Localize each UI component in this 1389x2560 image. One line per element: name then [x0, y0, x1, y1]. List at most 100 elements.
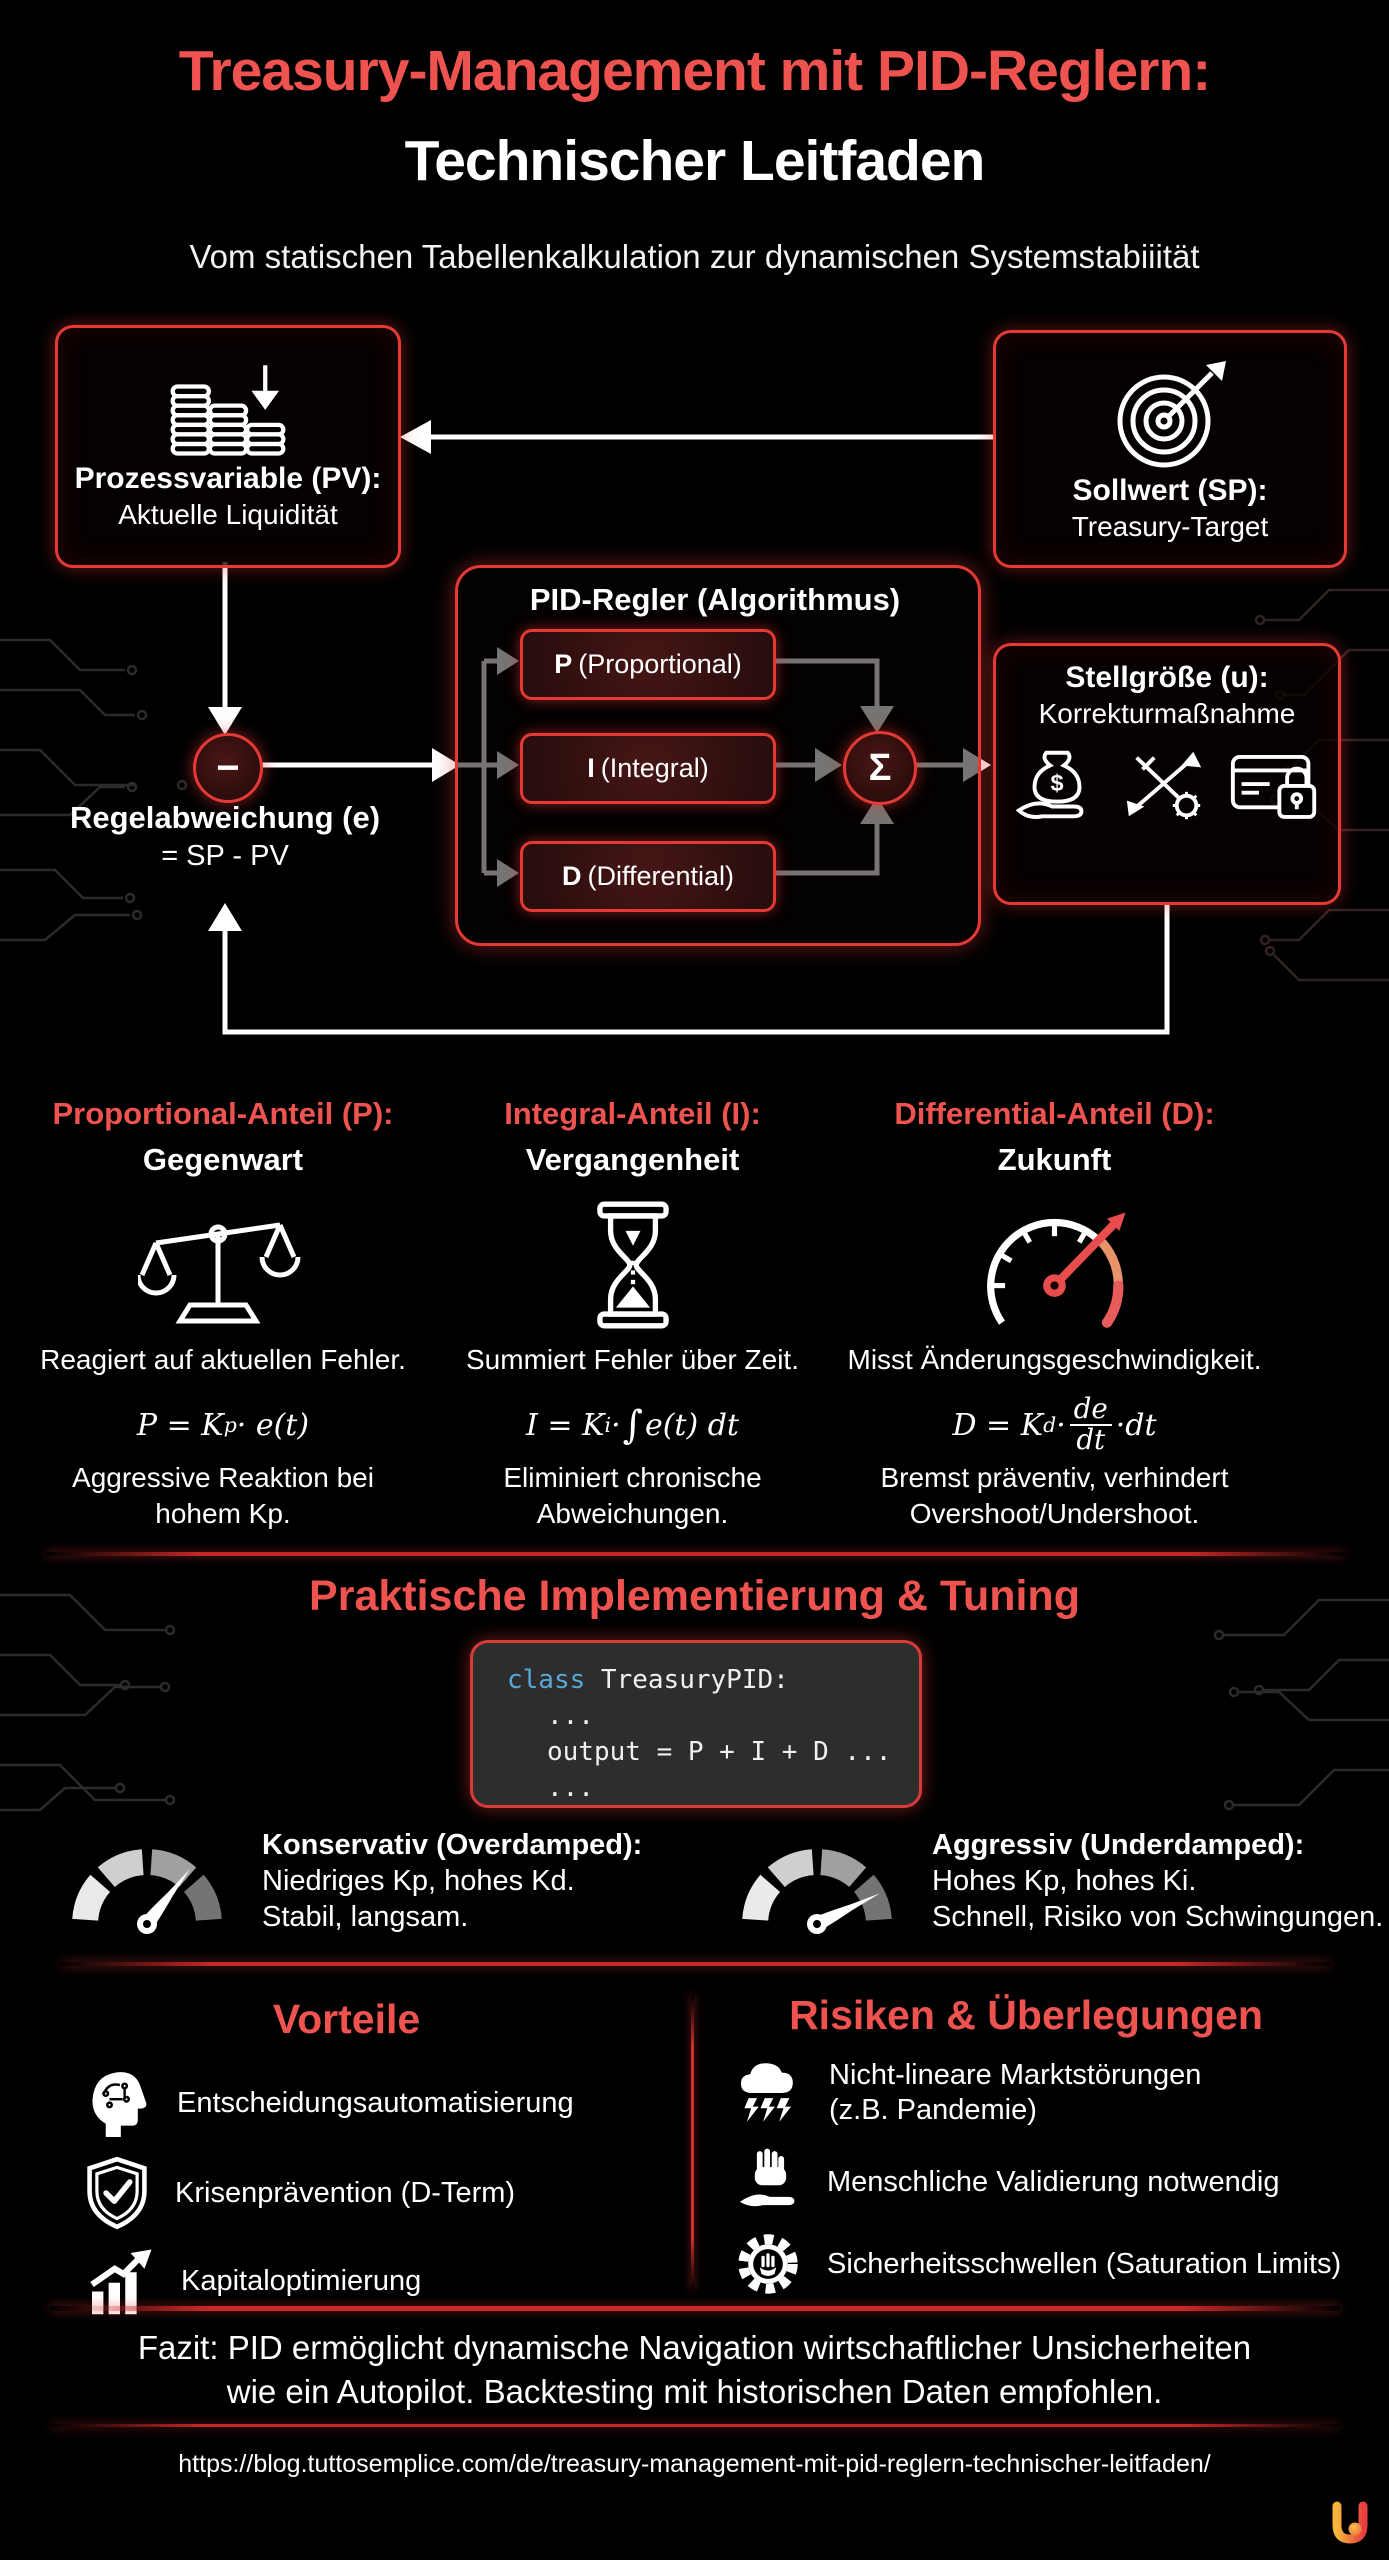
- term-i-subheading: Vergangenheit: [525, 1142, 740, 1177]
- term-i-note: Eliminiert chronische Abweichungen.: [503, 1462, 762, 1530]
- code-block: class TreasuryPID: ... output = P + I + …: [470, 1640, 922, 1808]
- pid-i-label: (Integral): [600, 753, 709, 783]
- coins-icon: [170, 365, 286, 456]
- brain-icon: [92, 2072, 147, 2137]
- storm-cloud-icon: [740, 2063, 793, 2122]
- u-subtitle: Korrekturmaßnahme: [1038, 698, 1296, 729]
- gauge-conservative-icon: [72, 1849, 222, 1934]
- hourglass-icon: [596, 1201, 669, 1329]
- sp-subtitle: Treasury-Target: [1071, 510, 1269, 542]
- risk-item-human-validation: Menschliche Validierung notwendig: [735, 2145, 1375, 2219]
- pro-item-crisis-prevention: Krisenprävention (D-Term): [85, 2155, 665, 2231]
- risks-heading: Risiken & Überlegungen: [789, 1992, 1263, 2038]
- pid-term-proportional: P (Proportional): [520, 629, 776, 700]
- error-label: Regelabweichung (e) = SP - PV: [20, 800, 430, 873]
- section-divider: [60, 1962, 1330, 1966]
- tuning-aggressive-text: Aggressiv (Underdamped): Hohes Kp, hohes…: [932, 1829, 1384, 1933]
- u-title: Stellgröße (u):: [1065, 661, 1269, 694]
- pid-p-label: (Proportional): [578, 649, 742, 679]
- error-line1: Regelabweichung (e): [69, 800, 381, 835]
- risk-item-text: Menschliche Validierung notwendig: [827, 2165, 1280, 2198]
- gear-hand-icon: [738, 2234, 798, 2294]
- term-i-heading: Integral-Anteil (I):: [504, 1096, 761, 1131]
- error-summing-junction: −: [193, 733, 263, 803]
- shield-check-icon: [87, 2156, 147, 2230]
- term-differential-column: Differential-Anteil (D): Zukunft: [834, 1096, 1275, 1533]
- hand-validation-icon: [739, 2148, 795, 2207]
- pro-item-capital-optimization: Kapitaloptimierung: [85, 2245, 665, 2317]
- section-divider: [50, 2424, 1340, 2427]
- gauge-aggressive-icon: [742, 1849, 892, 1934]
- target-icon: [1117, 360, 1226, 467]
- pro-item-text: Kapitaloptimierung: [181, 2264, 422, 2297]
- growth-chart-icon: [90, 2249, 152, 2315]
- pid-term-integral: I (Integral): [520, 733, 776, 804]
- term-i-desc: Summiert Fehler über Zeit.: [466, 1344, 799, 1375]
- tuning-aggressive: Aggressiv (Underdamped): Hohes Kp, hohes…: [725, 1828, 1383, 1936]
- pid-term-differential: D (Differential): [520, 841, 776, 912]
- pid-p-letter: P: [554, 649, 573, 679]
- risk-item-text: Nicht-lineare Marktstörungen (z.B. Pande…: [829, 2059, 1202, 2126]
- code-line-1: class TreasuryPID:: [507, 1665, 789, 1695]
- page-title-red: Treasury-Management mit PID-Reglern:: [178, 39, 1211, 103]
- balance-scale-icon: [138, 1222, 301, 1324]
- term-d-subheading: Zukunft: [997, 1142, 1112, 1177]
- code-line-4: ...: [547, 1772, 594, 1803]
- strategy-icon: [1126, 751, 1202, 820]
- error-line2: = SP - PV: [161, 840, 289, 872]
- money-hand-icon: $: [1015, 750, 1084, 819]
- pros-heading: Vorteile: [272, 1996, 421, 2042]
- pro-item-automation: Entscheidungsautomatisierung: [85, 2065, 665, 2141]
- control-output-box: Stellgröße (u): Korrekturmaßnahme $: [993, 643, 1341, 905]
- pv-title: Prozessvariable (PV):: [74, 462, 382, 495]
- pid-controller-title: PID-Regler (Algorithmus): [529, 582, 901, 617]
- risk-item-saturation-limits: Sicherheitsschwellen (Saturation Limits): [735, 2228, 1375, 2300]
- conclusion-text: Fazit: PID ermöglicht dynamische Navigat…: [137, 2329, 1252, 2410]
- page-title-white: Technischer Leitfaden: [404, 129, 986, 193]
- implementation-heading: Praktische Implementierung & Tuning: [309, 1572, 1080, 1620]
- sp-title: Sollwert (SP):: [1072, 473, 1268, 507]
- sigma-symbol: Σ: [868, 746, 892, 789]
- code-line-2: ...: [547, 1700, 594, 1731]
- term-p-desc: Reagiert auf aktuellen Fehler.: [40, 1344, 406, 1375]
- pro-item-text: Krisenprävention (D-Term): [175, 2176, 516, 2209]
- tuning-conservative-text: Konservativ (Overdamped): Niedriges Kp, …: [262, 1829, 643, 1933]
- setpoint-box: Sollwert (SP): Treasury-Target: [993, 330, 1347, 568]
- circuit-pattern-left: [0, 638, 188, 942]
- term-d-note: Bremst präventiv, verhindert Overshoot/U…: [880, 1462, 1229, 1530]
- pid-d-label: (Differential): [587, 861, 735, 891]
- section-divider: [45, 1552, 1345, 1556]
- speedometer-icon: [987, 1212, 1126, 1328]
- term-d-heading: Differential-Anteil (D):: [894, 1096, 1215, 1131]
- pid-i-letter: I: [587, 753, 595, 783]
- term-integral-column: Integral-Anteil (I): Vergangenheit Summi…: [431, 1096, 834, 1533]
- pv-subtitle: Aktuelle Liquidität: [118, 499, 338, 530]
- tuning-conservative: Konservativ (Overdamped): Niedriges Kp, …: [55, 1828, 642, 1936]
- pid-d-letter: D: [561, 861, 582, 891]
- page-subtitle: Vom statischen Tabellenkalkulation zur d…: [189, 238, 1200, 275]
- card-lock-icon: [1230, 754, 1317, 819]
- term-p-note: Aggressive Reaktion bei hohem Kp.: [72, 1462, 374, 1530]
- circuit-pattern-impl-right: [1213, 1598, 1389, 1811]
- pro-item-text: Entscheidungsautomatisierung: [177, 2086, 574, 2119]
- term-p-subheading: Gegenwart: [142, 1142, 304, 1177]
- term-p-heading: Proportional-Anteil (P):: [52, 1096, 394, 1131]
- column-divider: [691, 1995, 694, 2290]
- code-line-3: output = P + I + D ...: [547, 1736, 892, 1767]
- process-variable-box: Prozessvariable (PV): Aktuelle Liquiditä…: [55, 325, 401, 568]
- brand-logo: [1332, 2501, 1368, 2544]
- term-d-desc: Misst Änderungsgeschwindigkeit.: [847, 1344, 1262, 1375]
- svg-text:$: $: [1050, 770, 1063, 796]
- source-url: https://blog.tuttosemplice.com/de/treasu…: [178, 2450, 1211, 2478]
- pid-terms-section: Proportional-Anteil (P): Gegenwart Reagi…: [15, 1096, 1275, 1533]
- term-proportional-column: Proportional-Anteil (P): Gegenwart Reagi…: [15, 1096, 431, 1533]
- risk-item-text: Sicherheitsschwellen (Saturation Limits): [827, 2247, 1342, 2280]
- risk-item-market-disruption: Nicht-lineare Marktstörungen (z.B. Pande…: [735, 2055, 1375, 2131]
- sigma-sum-node: Σ: [843, 731, 917, 805]
- section-divider: [50, 2306, 1340, 2311]
- circuit-pattern-impl-left: [0, 1593, 176, 1812]
